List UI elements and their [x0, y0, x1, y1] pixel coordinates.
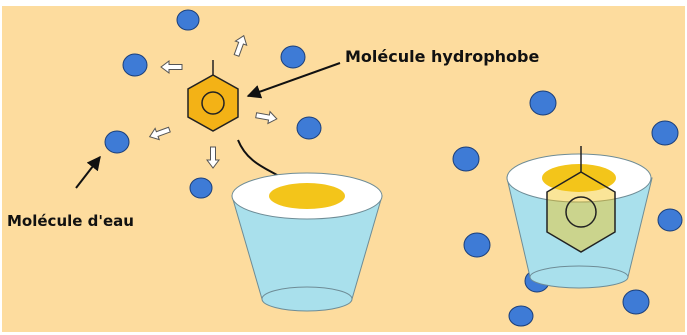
water-label: Molécule d'eau	[7, 212, 134, 230]
water-molecule	[104, 130, 130, 154]
water-molecules-left	[104, 9, 322, 199]
water-molecule	[189, 177, 213, 199]
cyclodextrin-cup-right	[506, 146, 653, 289]
aromatic-circle	[201, 91, 225, 115]
water-molecule	[176, 9, 200, 31]
outward-arrow-down	[206, 146, 220, 169]
water-molecule	[122, 53, 148, 77]
outward-arrow-lower-left	[148, 126, 171, 141]
water-molecule	[463, 232, 491, 258]
outward-arrows	[148, 34, 278, 169]
cyclodextrin-cup-left	[231, 172, 383, 312]
water-molecule	[296, 116, 322, 140]
hexagon-ring	[187, 74, 239, 132]
outward-arrow-right	[255, 110, 278, 125]
cup-cavity	[269, 183, 345, 209]
hydrophobic-label-arrow	[246, 62, 341, 99]
outward-arrow-left	[160, 60, 183, 74]
cup-bottom	[529, 265, 629, 289]
outward-arrow-up	[233, 34, 248, 57]
water-molecule	[657, 208, 683, 232]
hydrophobic-label: Molécule hydrophobe	[345, 47, 539, 66]
water-molecule	[452, 146, 480, 172]
water-molecule	[529, 90, 557, 116]
water-molecule	[622, 289, 650, 315]
water-molecule	[280, 45, 306, 69]
included-aromatic-circle	[565, 196, 597, 228]
hydrophobic-molecule	[187, 60, 239, 132]
included-hexagon-ring	[546, 171, 616, 253]
cup-bottom	[261, 286, 353, 312]
water-label-arrow	[75, 155, 101, 189]
water-molecule	[651, 120, 679, 146]
water-molecules-right	[452, 90, 683, 327]
cup-cavity	[542, 164, 616, 192]
water-molecule	[508, 305, 534, 327]
